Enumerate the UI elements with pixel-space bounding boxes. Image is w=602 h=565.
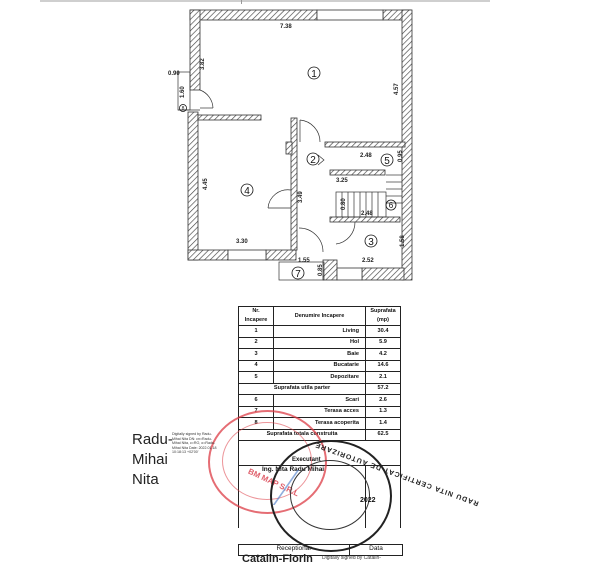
header-name: Denumire Incapere	[273, 306, 366, 326]
table-header-row: Nr. Incapere Denumire Incapere Suprafata…	[238, 306, 401, 326]
cell-area: 2.1	[365, 371, 401, 384]
dim-hall-upper: 2.48	[360, 153, 372, 159]
page-top-edge	[40, 0, 490, 2]
dim-living-height: 3.82	[200, 58, 206, 70]
table-row: 4 Bucatarie 14.6	[238, 359, 401, 372]
cell-name: Baie	[273, 348, 366, 361]
black-authorization-stamp	[270, 440, 392, 552]
digital-signature-details: Digitally signed by Radu-Mihai Nita DN: …	[172, 432, 217, 455]
black-stamp-inner-ring	[290, 460, 370, 530]
cell-nr: 2	[238, 336, 274, 349]
doors	[177, 71, 356, 281]
date-label: Data	[369, 545, 383, 552]
stamp-year: 2022	[360, 497, 376, 504]
floor-plan: 7.38 3.82 4.57 0.90 1.60 2.48 0.95 4.45 …	[168, 9, 413, 281]
room-marker-5: 5	[384, 156, 390, 167]
subtotal-row: Suprafata utila parter 57.2	[238, 382, 401, 395]
dim-entry-width: 0.90	[168, 71, 180, 77]
room-marker-2: 2	[310, 155, 316, 166]
dim-depozit-height: 0.95	[398, 150, 404, 162]
signer-name-line-3: Nita	[132, 471, 159, 488]
table-row: 5 Depozitare 2.1	[238, 371, 401, 384]
dim-living-right: 4.57	[394, 83, 400, 95]
table-row: 2 Hol 5.9	[238, 336, 401, 349]
cell-name: Depozitare	[273, 371, 366, 384]
dim-stair-height: 0.80	[341, 198, 347, 210]
cell-nr: 3	[238, 348, 274, 361]
room-marker-3: 3	[368, 237, 374, 248]
room-marker-6: 6	[389, 201, 394, 210]
page-top-tick	[241, 0, 242, 4]
dim-entry-height: 1.60	[180, 86, 186, 98]
cell-name: Scari	[273, 394, 366, 407]
dim-hall-lower: 3.25	[336, 178, 348, 184]
cell-area: 2.6	[365, 394, 401, 407]
dim-terrace-height: 0.85	[318, 264, 324, 276]
dim-bath-height: 1.58	[400, 235, 406, 247]
total-area: 62.5	[365, 428, 401, 441]
digital-signature-name: Radu- Mihai Nita	[132, 430, 173, 490]
cell-nr: 1	[238, 325, 274, 338]
dim-kitchen-width: 3.30	[236, 239, 248, 245]
subtotal-area: 57.2	[365, 382, 401, 395]
signer-name-line-2: Mihai	[132, 451, 168, 468]
room-marker-4: 4	[244, 186, 250, 197]
room-markers	[179, 66, 397, 280]
cell-area: 14.6	[365, 359, 401, 372]
header-area: Suprafata (mp)	[365, 306, 401, 326]
receptioner-signature-name: Catalin-Florin	[242, 553, 313, 565]
cell-name: Living	[273, 325, 366, 338]
cell-nr: 6	[238, 394, 274, 407]
cell-nr: 5	[238, 371, 274, 384]
dim-top-width: 7.38	[280, 24, 292, 30]
receptioner-signature-note: Digitally signed by Catalin-	[322, 555, 381, 561]
room-marker-7: 7	[295, 269, 301, 280]
table-row: 3 Baie 4.2	[238, 348, 401, 361]
dim-bath-width: 2.52	[362, 258, 374, 264]
dim-kitchen-height: 4.45	[203, 178, 209, 190]
cell-name: Bucatarie	[273, 359, 366, 372]
table-row: 6 Scari 2.6	[238, 394, 401, 407]
receptioner-label: Receptionar	[239, 545, 350, 555]
room-marker-8: 8	[182, 106, 185, 112]
room-marker-1: 1	[311, 69, 317, 80]
cell-area: 1.4	[365, 417, 401, 430]
walls	[187, 9, 413, 281]
cell-area: 30.4	[365, 325, 401, 338]
cell-nr: 4	[238, 359, 274, 372]
cell-name: Hol	[273, 336, 366, 349]
subtotal-label: Suprafata utila parter	[238, 382, 366, 395]
table-row: 1 Living 30.4	[238, 325, 401, 338]
cell-area: 1.3	[365, 405, 401, 418]
dim-stair-width: 2.48	[361, 211, 373, 217]
cell-area: 5.9	[365, 336, 401, 349]
header-nr: Nr. Incapere	[238, 306, 274, 326]
signer-name-line-1: Radu-	[132, 431, 173, 448]
cell-area: 4.2	[365, 348, 401, 361]
dim-terrace-width: 1.55	[298, 258, 310, 264]
dim-hall-height: 3.49	[298, 191, 304, 203]
